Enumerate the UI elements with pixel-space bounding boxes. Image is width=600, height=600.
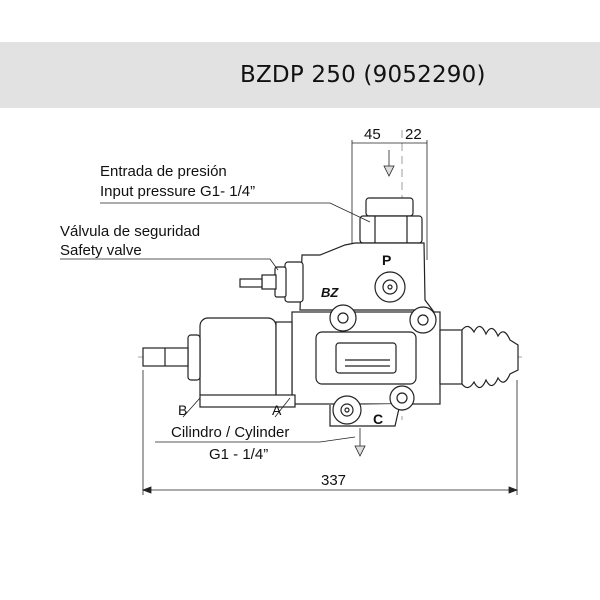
port-b-label: B (178, 402, 187, 418)
header-band (0, 42, 600, 108)
cylinder-label: Cilindro / Cylinder (171, 424, 289, 441)
bellows (439, 325, 519, 389)
port-p-circle (374, 271, 406, 303)
inlet-arrow-icon (383, 165, 395, 177)
mount-hole-right (409, 306, 437, 334)
port-a-label: A (272, 402, 282, 418)
mount-hole-left (329, 304, 357, 332)
page-title: BZDP 250 (9052290) (240, 62, 486, 88)
inlet-label-en: Input pressure G1- 1/4” (100, 183, 255, 200)
safety-label-es: Válvula de seguridad (60, 223, 200, 240)
safety-label-en: Safety valve (60, 242, 142, 259)
leader-lines (60, 202, 371, 443)
dim-45: 45 (364, 126, 381, 143)
fitting-cap (365, 197, 414, 217)
inlet-label-es: Entrada de presión (100, 163, 227, 180)
body-recess (315, 331, 417, 385)
port-c-label: C (373, 411, 383, 427)
port-c-circle (332, 395, 362, 425)
fitting-nut (359, 215, 423, 244)
port-p-label: P (382, 252, 391, 268)
overall-dimension (141, 370, 519, 495)
brand-logo: BZ (321, 285, 339, 300)
nameplate (335, 342, 397, 374)
mount-hole-bottom (389, 385, 415, 411)
dim-22: 22 (405, 126, 422, 143)
cylinder (199, 317, 277, 403)
outlet-arrow-icon (354, 445, 366, 457)
cylinder-thread-label: G1 - 1/4” (209, 446, 268, 463)
dim-337: 337 (321, 472, 346, 489)
safety-valve (239, 261, 304, 303)
valve-upper-block (299, 242, 441, 321)
